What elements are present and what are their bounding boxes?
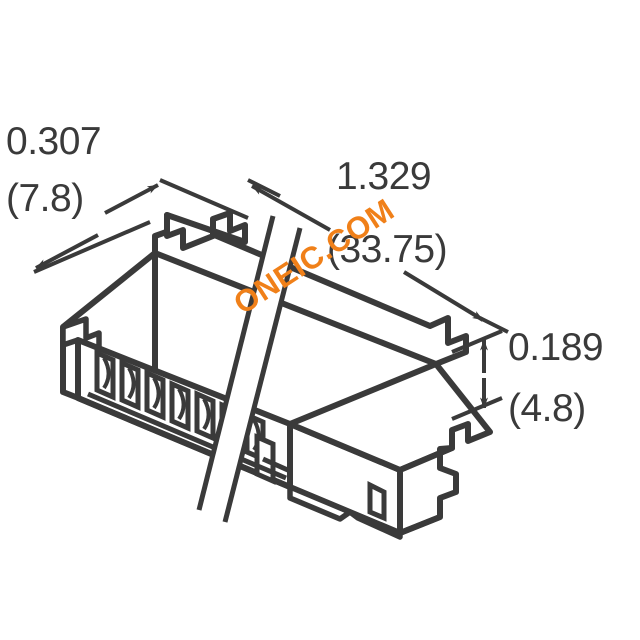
break-line-band [199,216,300,522]
housing-right-lower-edge [398,514,442,536]
extension-line [159,178,249,220]
contact-slot [194,390,216,442]
break-line-left [196,215,276,511]
dimension-arrow-line [104,183,159,215]
contact-detail [102,357,111,390]
extension-line [33,220,151,274]
housing-bottom-skirt [287,484,403,540]
length-dimension-leaders [247,178,509,334]
extension-line [479,316,509,334]
connector-body [60,210,493,540]
break-line-right [222,227,303,523]
contact-slot [144,369,166,421]
extension-line [451,329,503,354]
width-dimension-inches-label: 0.307 [6,120,102,163]
housing-inner-rail [261,456,292,474]
housing-top-face [152,212,469,367]
length-dimension-inches-label: 1.329 [336,155,432,198]
contact-detail [177,388,186,421]
contact-slot [94,349,116,401]
extension-line [247,178,281,198]
contact-detail [127,367,136,400]
dimension-arrow-line [251,184,331,232]
contact-detail [152,377,161,410]
housing-rear-wall [164,210,248,251]
height-dimension-inches-label: 0.189 [508,326,604,369]
contact-detail [202,398,211,431]
housing-inner-shelf [87,391,287,481]
break-line-group [196,215,303,523]
dimension-arrow-line [35,233,99,270]
contact-slot [119,359,141,411]
dimension-arrow-line [402,270,485,322]
contact-slot [169,380,191,432]
height-dimension-leaders [451,329,503,421]
length-dimension-millimeters-label: (33.75) [327,228,448,271]
width-dimension-millimeters-label: (7.8) [6,177,84,220]
extension-line [451,396,503,421]
height-dimension-millimeters-label: (4.8) [508,387,586,430]
mounting-peg [367,480,387,522]
width-dimension-leaders [33,178,249,274]
